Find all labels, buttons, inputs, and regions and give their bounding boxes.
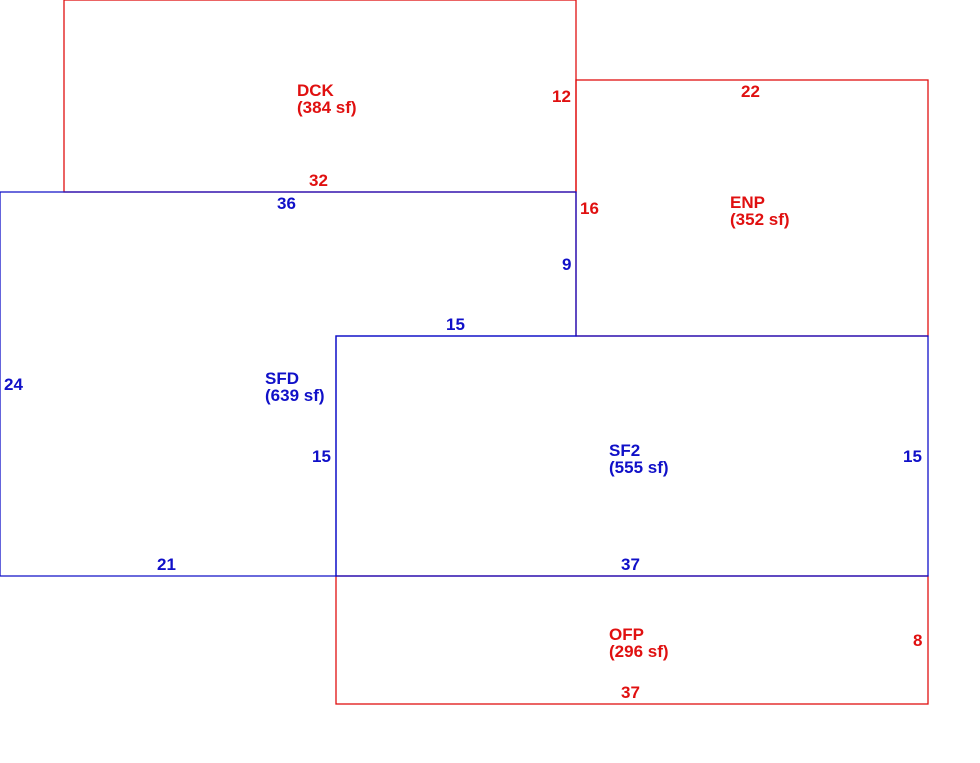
sf2-outline [335,335,929,577]
enp-code-label: ENP [730,193,765,212]
sfd-left-dimension: 24 [4,375,23,394]
dck-bottom-dimension: 32 [309,171,328,190]
sfd-code-label: SFD [265,369,299,388]
dck-right-dimension: 12 [552,87,571,106]
sfd-top-dimension: 36 [277,194,296,213]
enp-area-label: (352 sf) [730,210,790,229]
sfd-area-label: (639 sf) [265,386,325,405]
sfd-step-dimension: 15 [446,315,465,334]
ofp-code-label: OFP [609,625,644,644]
dck-code-label: DCK [297,81,335,100]
sf2-right-dimension: 15 [903,447,922,466]
sf2-code-label: SF2 [609,441,640,460]
ofp-right-dimension: 8 [913,631,922,650]
dck-area-label: (384 sf) [297,98,357,117]
ofp-bottom-dimension: 37 [621,683,640,702]
sf2-bottom-dimension: 37 [621,555,640,574]
enp-top-dimension: 22 [741,82,760,101]
sfd-right-upper-dimension: 9 [562,255,571,274]
sfd-bottom-dimension: 21 [157,555,176,574]
sf2-area-label: (555 sf) [609,458,669,477]
sfd-lower-right-dimension: 15 [312,447,331,466]
enp-left-dimension: 16 [580,199,599,218]
ofp-area-label: (296 sf) [609,642,669,661]
